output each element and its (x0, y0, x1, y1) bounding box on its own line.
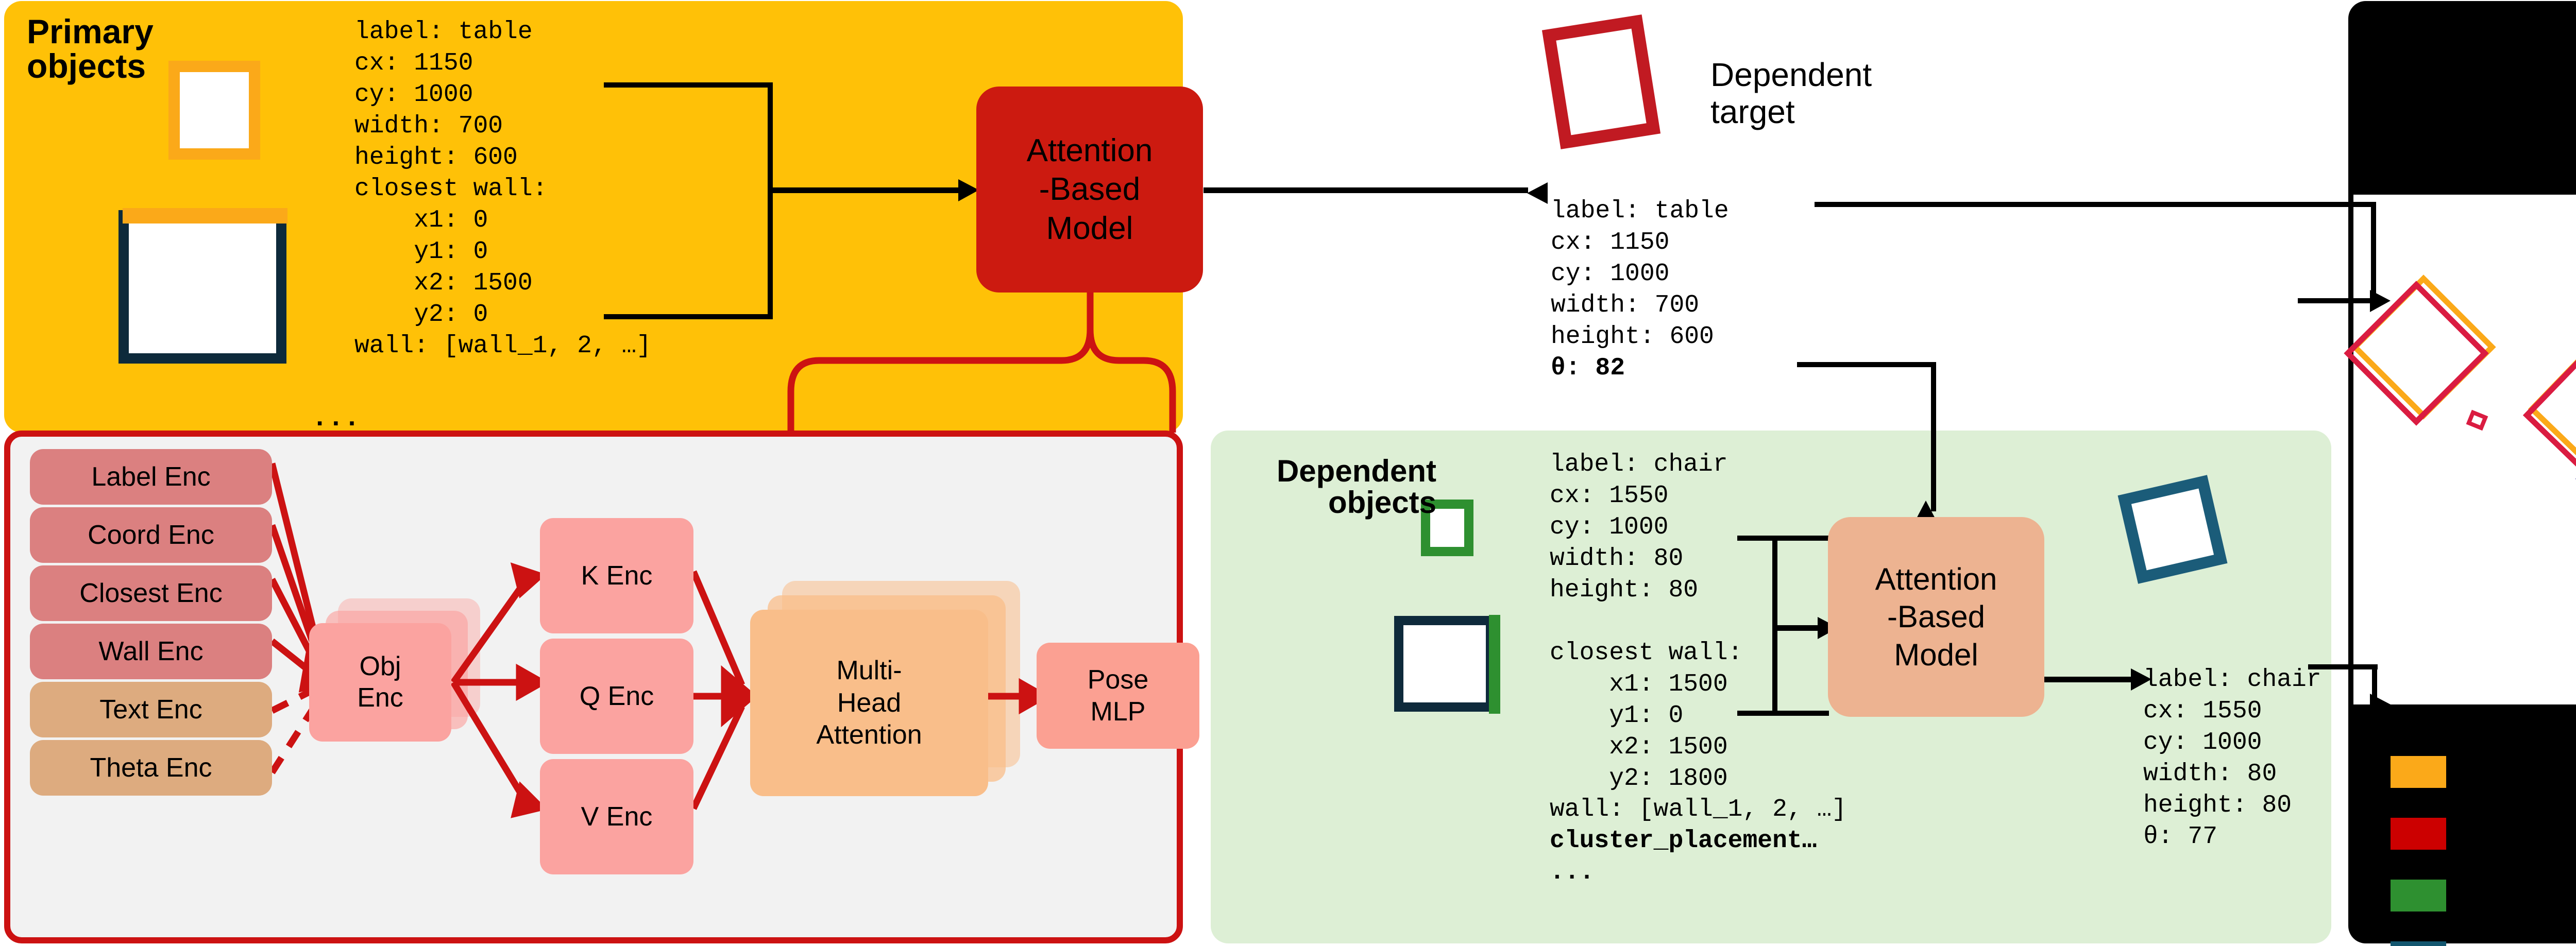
attention-based-model-dependent[interactable]: Attention -Based Model (1828, 517, 2044, 717)
primary-arrow-shaft (771, 187, 961, 193)
k-enc-box[interactable]: K Enc (540, 518, 693, 633)
primary-spec-ellipsis: ... (312, 403, 360, 434)
primary-bracket-vertical (768, 82, 773, 319)
dependent-object-chair-icon (1421, 500, 1473, 556)
dependent-objects-heading: Dependent objects (1276, 454, 1436, 520)
encoder-input-label: Closest Enc (79, 578, 223, 608)
encoder-input-label: Wall Enc (98, 637, 204, 666)
pose-mlp-box[interactable]: Pose MLP (1037, 643, 1199, 749)
encoder-input-wall-enc[interactable]: Wall Enc (30, 624, 272, 679)
encoder-input-closest-enc[interactable]: Closest Enc (30, 565, 272, 621)
legend-swatch-dependent (2391, 880, 2446, 911)
attention-based-model-primary[interactable]: Attention -Based Model (976, 87, 1203, 293)
dependent-output-arrow-shaft (2044, 677, 2137, 682)
dependent-output-spec: label: chair cx: 1550 cy: 1000 width: 80… (2143, 666, 2321, 851)
encoder-input-label: Label Enc (91, 462, 211, 492)
dependent-target-spec: label: table cx: 1150 cy: 1000 width: 70… (1551, 196, 1729, 384)
theta-branch-line-vertical (1931, 362, 1936, 511)
dependent-target-theta: θ: 82 (1551, 354, 1625, 382)
primary-object-wall-accent (123, 208, 287, 223)
dependent-spec-body: label: chair cx: 1550 cy: 1000 width: 80… (1550, 451, 1847, 824)
dependent-bracket-top (1737, 536, 1829, 541)
dependent-bracket-vertical (1772, 536, 1777, 716)
primary-object-table-icon (168, 61, 260, 160)
target-to-scene-line-vert (2371, 202, 2376, 300)
encoder-input-label: Text Enc (99, 695, 202, 725)
legend-swatch-primary (2391, 756, 2446, 788)
encoder-input-label: Coord Enc (88, 520, 214, 550)
v-enc-label: V Enc (581, 802, 653, 832)
encoder-input-label: Theta Enc (90, 753, 212, 783)
dependent-bracket-bottom (1737, 711, 1829, 716)
dependent-target-icon (1541, 14, 1661, 149)
dependent-spec-cluster: cluster_placement… (1550, 827, 1817, 855)
pose-mlp-label: Pose MLP (1087, 664, 1149, 727)
legend-swatch-wall (2391, 941, 2446, 946)
k-enc-label: K Enc (581, 561, 653, 591)
target-to-scene-arrow-shaft (2298, 298, 2380, 303)
obj-enc-box[interactable]: Obj Enc (309, 623, 451, 742)
encoder-input-label-enc[interactable]: Label Enc (30, 449, 272, 505)
dependent-output-to-scene-vert (2372, 664, 2377, 711)
target-to-scene-line-top (1815, 202, 2376, 207)
primary-objects-heading: Primary objects (27, 12, 154, 85)
primary-object-spec: label: table cx: 1150 cy: 1000 width: 70… (354, 18, 652, 360)
obj-enc-label: Obj Enc (357, 651, 403, 713)
v-enc-box[interactable]: V Enc (540, 759, 693, 874)
encoder-input-theta-enc[interactable]: Theta Enc (30, 740, 272, 796)
legend-swatch-target (2391, 818, 2446, 850)
encoder-input-coord-enc[interactable]: Coord Enc (30, 507, 272, 563)
dependent-object-wall-accent (1489, 615, 1500, 714)
scene-canvas (2353, 195, 2576, 704)
primary-bracket-top (604, 82, 771, 88)
dependent-object-spec: label: chair cx: 1550 cy: 1000 width: 80… (1550, 449, 1846, 888)
theta-branch-line-horizontal (1797, 362, 1936, 367)
dependent-target-spec-head: label: table cx: 1150 cy: 1000 width: 70… (1551, 197, 1729, 351)
encoder-input-text-enc[interactable]: Text Enc (30, 682, 272, 737)
q-enc-label: Q Enc (579, 681, 654, 711)
mha-label: Multi- Head Attention (816, 656, 922, 750)
dependent-spec-ellipsis: ... (1550, 858, 1595, 887)
primary-bracket-bottom (604, 314, 771, 319)
multi-head-attention-box[interactable]: Multi- Head Attention (750, 610, 988, 796)
dependent-target-heading: Dependent target (1710, 56, 1872, 130)
primary-object-wall-icon (118, 210, 286, 364)
q-enc-box[interactable]: Q Enc (540, 639, 693, 754)
dependent-output-to-scene-top (2308, 664, 2378, 669)
dependent-object-wall-icon (1394, 616, 1495, 712)
primary-output-arrow-shaft (1204, 187, 1528, 193)
dependent-bracket-arrow-shaft (1775, 625, 1827, 631)
